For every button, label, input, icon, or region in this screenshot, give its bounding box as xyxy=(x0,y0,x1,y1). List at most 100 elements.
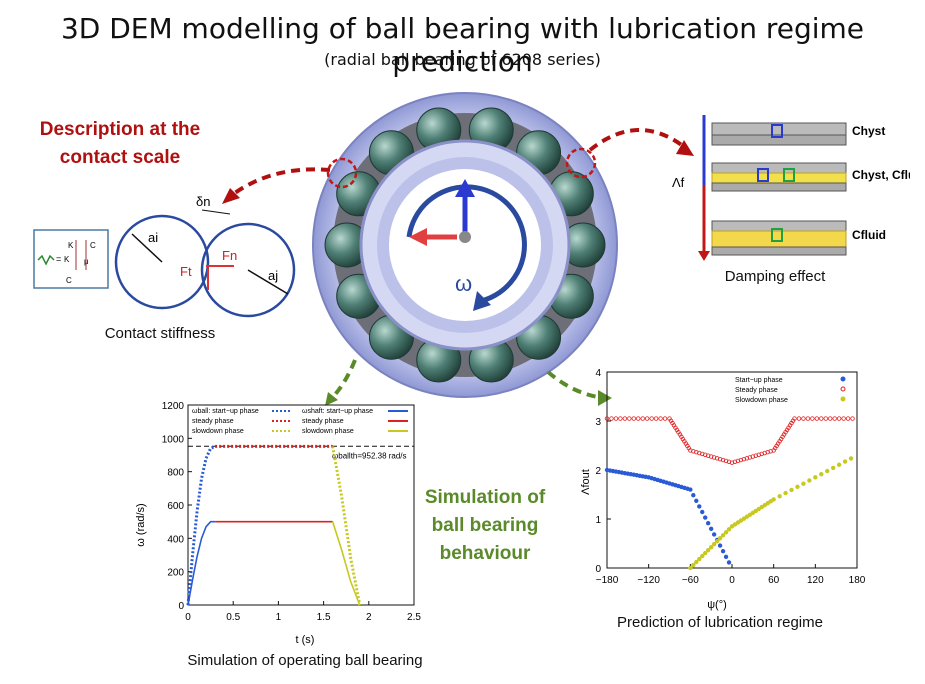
lubrication-point xyxy=(801,416,806,421)
lubrication-point xyxy=(703,550,708,556)
contact-zoom-marker xyxy=(326,157,358,189)
lubrication-point xyxy=(618,416,623,421)
damper-icon xyxy=(75,240,87,270)
lubrication-point xyxy=(653,416,659,421)
operating-chart-xlabel: t (s) xyxy=(296,634,315,646)
lubrication-point xyxy=(729,524,735,529)
operating-xtick-label: 0 xyxy=(185,612,191,623)
lubrication-point xyxy=(750,510,756,516)
legend-ball-2: slowdown phase xyxy=(192,428,244,435)
surface-pair-3-fluid xyxy=(711,230,847,248)
operating-series-line xyxy=(331,521,361,606)
lubrication-point xyxy=(845,416,851,421)
lubrication-point xyxy=(765,449,770,455)
lubrication-point xyxy=(795,484,800,489)
lubrication-point xyxy=(813,475,818,480)
lubrication-point xyxy=(759,451,764,457)
damping-label-2: Cfluid xyxy=(852,228,886,242)
page-subtitle: (radial ball bearing of 6208 series) xyxy=(324,50,601,69)
lubrication-point xyxy=(814,416,820,421)
lubrication-ytick-label: 3 xyxy=(595,417,601,428)
lubrication-point xyxy=(627,416,632,421)
lubrication-point xyxy=(842,459,848,464)
lubrication-point xyxy=(825,468,830,474)
lambda-label: Λf xyxy=(672,175,685,190)
lubrication-point xyxy=(691,449,696,454)
lubrication-point xyxy=(828,416,833,421)
radius-i-line xyxy=(131,233,163,263)
lubrication-point xyxy=(738,457,744,463)
lubrication-connector xyxy=(546,370,606,400)
simulation-heading: Simulation of ball bearing behaviour xyxy=(405,484,565,568)
spring-label-4: C xyxy=(66,276,72,285)
legend-slowdown: Slowdown phase xyxy=(735,397,788,404)
lubrication-point xyxy=(694,449,699,455)
lubrication-point xyxy=(771,497,776,502)
hyst-damper-2 xyxy=(757,168,769,182)
lubrication-point xyxy=(735,520,741,525)
lubrication-point xyxy=(756,506,761,512)
lubrication-point xyxy=(703,452,708,457)
lubrication-point xyxy=(738,518,744,523)
lubrication-point xyxy=(705,520,711,526)
operating-ytick-label: 600 xyxy=(167,501,184,512)
lubrication-point xyxy=(744,514,750,519)
lubrication-chart-xlabel: ψ(°) xyxy=(707,599,727,611)
surface-pair-2-bottom xyxy=(711,182,847,192)
omega-label: ω xyxy=(455,271,472,296)
lubrication-legend-swatch xyxy=(840,386,846,392)
lubrication-point xyxy=(805,416,811,421)
lubrication-point xyxy=(832,416,837,421)
lubrication-point xyxy=(726,527,732,532)
operating-ytick-label: 400 xyxy=(167,534,184,545)
lubrication-point xyxy=(729,460,735,465)
lubrication-xtick-label: 0 xyxy=(729,575,735,586)
lubrication-ytick-label: 0 xyxy=(595,564,601,575)
lubrication-xtick-label: −180 xyxy=(596,575,619,586)
operating-ytick-label: 200 xyxy=(167,568,184,579)
contact-heading: Description at the contact scale xyxy=(20,116,220,172)
bore xyxy=(389,169,541,321)
lubrication-point xyxy=(688,487,693,492)
ball-set xyxy=(324,107,606,383)
lubrication-ytick-label: 1 xyxy=(595,515,601,526)
lubrication-point xyxy=(801,481,806,486)
spring-label-2: K xyxy=(64,255,70,264)
lubrication-legend-swatch xyxy=(840,396,846,402)
legend-ball-1: steady phase xyxy=(192,418,234,425)
lubrication-point xyxy=(726,560,732,565)
lubrication-point xyxy=(726,459,732,464)
lubrication-ytick-label: 2 xyxy=(595,466,601,477)
lubrication-point xyxy=(836,416,842,421)
spring-icon xyxy=(37,254,55,266)
lubrication-point xyxy=(796,416,802,421)
lambda-axis-head xyxy=(698,251,710,261)
lubrication-connector-head xyxy=(598,390,612,406)
radius-j-line xyxy=(247,269,289,295)
lubrication-point xyxy=(631,416,636,421)
legend-shaft-2: slowdown phase xyxy=(302,428,354,435)
lubrication-point xyxy=(848,456,854,461)
lubrication-point xyxy=(732,522,738,527)
spring-model-box xyxy=(33,229,109,289)
damping-label-0: Chyst xyxy=(852,124,885,138)
fluid-damper-3 xyxy=(771,228,783,242)
lubrication-point xyxy=(777,494,782,499)
operating-xtick-label: 2 xyxy=(366,612,372,623)
axis-x-arrowhead xyxy=(409,228,427,246)
lubrication-point xyxy=(735,458,741,464)
spring-label-1: C xyxy=(90,241,96,250)
fluid-damper-2 xyxy=(783,168,795,182)
legend-shaft-0: ωshaft: start−up phase xyxy=(302,408,373,415)
operating-chart-ylabel: ω (rad/s) xyxy=(135,503,147,546)
lubrication-chart-ylabel: Λfout xyxy=(580,469,592,495)
operating-series-line xyxy=(331,446,362,606)
damping-connector-head xyxy=(676,140,694,156)
operating-xtick-label: 2.5 xyxy=(407,612,421,623)
surface-pair-3-bottom xyxy=(711,246,847,256)
normal-force-label: Fn xyxy=(222,248,237,263)
lubrication-point xyxy=(717,536,723,541)
ball-j-circle xyxy=(200,222,296,318)
damping-connector xyxy=(588,128,690,152)
